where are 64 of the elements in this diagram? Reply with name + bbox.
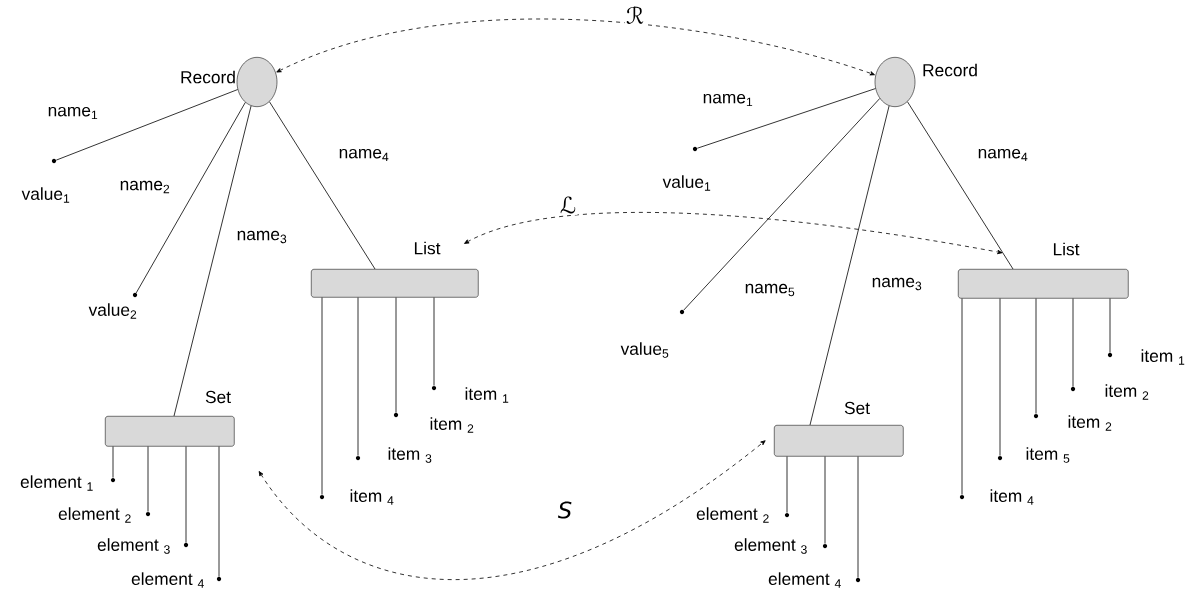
leaf-label: element $_{2}$ <box>696 507 769 523</box>
leaf-label: item $_{1}$ <box>465 387 509 403</box>
connector <box>135 102 246 294</box>
connector <box>395 297 397 413</box>
connector <box>321 297 323 495</box>
connector <box>55 89 239 161</box>
leaf-label: element $_{2}$ <box>58 507 131 523</box>
connector <box>857 456 859 578</box>
leaf-label: value$_{1}$ <box>21 187 70 203</box>
connector <box>999 298 1001 456</box>
leaf-label: element $_{1}$ <box>20 475 93 491</box>
node-label: List <box>414 241 441 255</box>
edge-label: name$_{4}$ <box>337 147 391 163</box>
edge-label: name$_{2}$ <box>118 179 172 195</box>
leaf-label: element $_{3}$ <box>734 538 807 554</box>
leaf-label: item $_{2}$ <box>1105 384 1149 400</box>
connector <box>961 298 963 495</box>
leaf-label: item $_{3}$ <box>388 447 432 463</box>
connector <box>218 446 220 577</box>
edge-label: ℛ <box>624 4 646 26</box>
leaf-label: value$_{1}$ <box>662 175 711 191</box>
leaf-label: element $_{3}$ <box>97 538 170 554</box>
leaf-label: item $_{1}$ <box>1141 349 1185 365</box>
connector <box>258 440 766 580</box>
leaf-label: item $_{4}$ <box>350 489 394 505</box>
connector <box>185 446 187 543</box>
connector <box>276 18 875 76</box>
connector <box>1109 298 1111 353</box>
node-label: Record <box>181 70 235 84</box>
connector <box>696 88 876 149</box>
leaf-label: value$_{2}$ <box>88 303 137 319</box>
connector <box>683 98 881 311</box>
node-label: Record <box>923 63 977 77</box>
leaf-label: item $_{2}$ <box>430 417 474 433</box>
edge-label: name$_{3}$ <box>235 229 289 245</box>
connector <box>907 101 1014 270</box>
connector <box>1072 298 1074 387</box>
leaf-label: item $_{2}$ <box>1068 415 1112 431</box>
connector <box>809 105 890 426</box>
connector <box>786 456 788 513</box>
node-label: List <box>1053 242 1080 256</box>
connector <box>824 456 826 544</box>
leaf-label: element $_{4}$ <box>131 572 204 588</box>
connector <box>357 297 359 456</box>
connector <box>147 446 149 512</box>
connector <box>112 446 114 478</box>
edge-label: name$_{4}$ <box>976 147 1030 163</box>
connector <box>269 101 376 270</box>
connector <box>1035 298 1037 414</box>
leaf-label: item $_{5}$ <box>1026 447 1070 463</box>
connector <box>173 105 252 417</box>
node-label: Set <box>205 390 231 404</box>
edge-label: ℒ <box>558 195 578 215</box>
edge-label: name$_{5}$ <box>743 282 797 298</box>
edge-label: name$_{1}$ <box>701 92 755 108</box>
leaf-label: element $_{4}$ <box>768 572 841 588</box>
node-label: Set <box>844 401 870 415</box>
leaf-label: value$_{5}$ <box>620 342 669 358</box>
edge-label: S <box>556 500 574 520</box>
connector <box>433 297 435 386</box>
leaf-label: item $_{4}$ <box>990 489 1034 505</box>
edge-label: name$_{1}$ <box>46 105 100 121</box>
connector <box>464 212 1003 255</box>
edge-label: name$_{3}$ <box>870 276 924 292</box>
